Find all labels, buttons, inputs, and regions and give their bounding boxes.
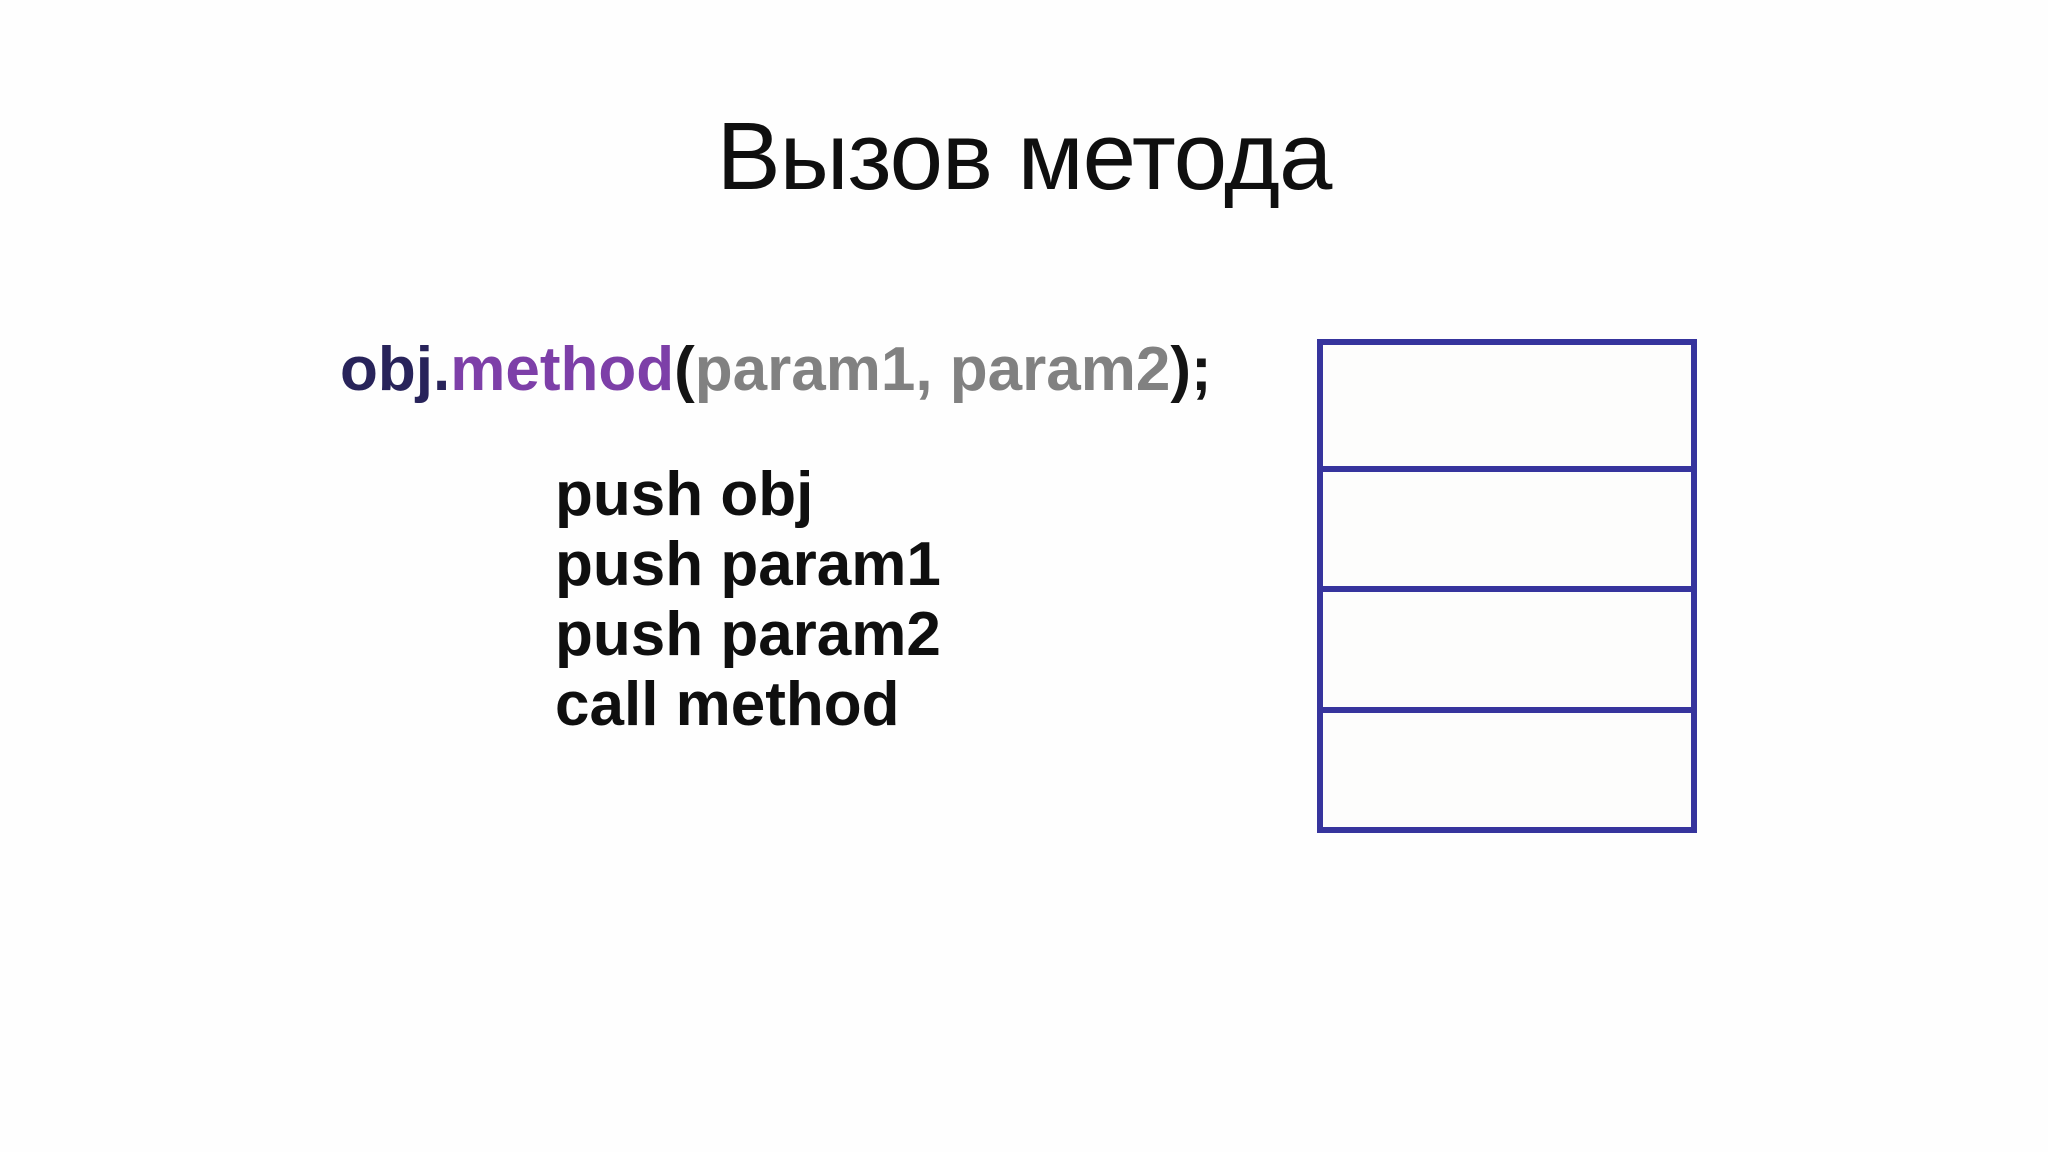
page-title: Вызов метода	[716, 103, 1333, 210]
stack-cell-1	[1323, 345, 1691, 466]
code-param2: param2	[949, 335, 1171, 404]
stack-diagram	[1317, 339, 1697, 833]
code-close-paren: );	[1170, 335, 1212, 404]
code-open-paren: (	[674, 335, 695, 404]
assembly-line-call-method: call method	[555, 670, 900, 739]
code-param1: param1	[694, 335, 916, 404]
stack-cell-3	[1323, 586, 1691, 707]
assembly-block: push obj push param1 push param2 call me…	[555, 460, 941, 740]
code-separator: ,	[915, 335, 950, 404]
stack-cell-2	[1323, 465, 1691, 587]
code-method: method	[450, 335, 675, 404]
stack-cell-4	[1323, 706, 1691, 828]
assembly-line-push-param2: push param2	[555, 600, 941, 669]
code-object: obj.	[340, 335, 451, 404]
assembly-line-push-obj: push obj	[555, 460, 814, 529]
assembly-line-push-param1: push param1	[555, 530, 941, 599]
code-line: obj.method(param1, param2);	[340, 333, 1212, 407]
